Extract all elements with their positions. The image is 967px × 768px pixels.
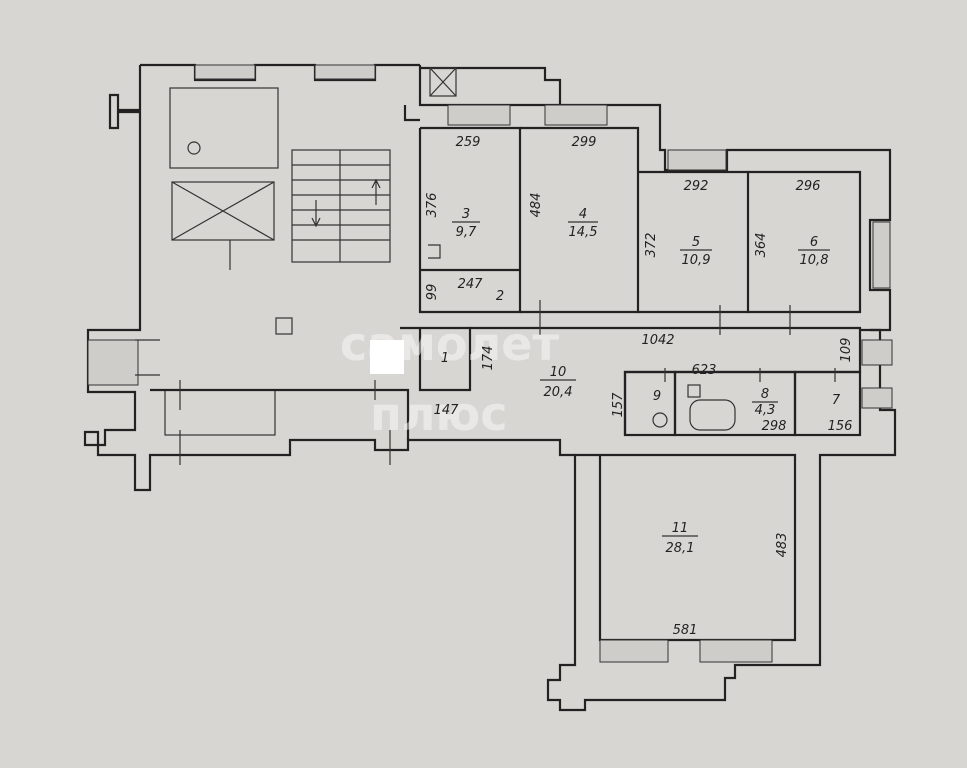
room-5-number: 5 bbox=[692, 235, 700, 250]
door-marks bbox=[135, 240, 836, 465]
dim-483: 483 bbox=[775, 533, 790, 558]
room-5-area: 10,9 bbox=[682, 253, 711, 268]
room-6-number: 6 bbox=[810, 235, 818, 250]
bathtub-icon bbox=[689, 399, 736, 431]
dim-581: 581 bbox=[673, 623, 698, 638]
placeholder-square bbox=[370, 340, 404, 374]
dim-298: 298 bbox=[762, 419, 787, 434]
stair-core bbox=[164, 67, 457, 436]
washbasin-icon bbox=[428, 244, 441, 259]
dim-1042: 1042 bbox=[641, 333, 674, 348]
room-4-area: 14,5 bbox=[569, 225, 598, 240]
interior-walls bbox=[150, 126, 862, 642]
stair-steps bbox=[292, 150, 390, 262]
room-3-area: 9,7 bbox=[456, 225, 477, 240]
fixtures bbox=[187, 141, 736, 431]
toilet-icon bbox=[687, 384, 701, 398]
room-labels: 3 9,7 4 14,5 5 10,9 6 10,8 1 2 10 20,4 9… bbox=[441, 207, 841, 556]
room-7-number: 7 bbox=[832, 393, 841, 408]
room-11-area: 28,1 bbox=[666, 541, 695, 556]
room-4-number: 4 bbox=[579, 207, 587, 222]
dim-156: 156 bbox=[828, 419, 853, 434]
dim-99: 99 bbox=[425, 284, 440, 301]
dim-174: 174 bbox=[481, 346, 496, 371]
room-6-area: 10,8 bbox=[800, 253, 829, 268]
room-1-number: 1 bbox=[441, 351, 449, 366]
watermark: самолет плюс bbox=[340, 317, 559, 441]
dim-147: 147 bbox=[434, 403, 460, 418]
room-10-number: 10 bbox=[550, 365, 567, 380]
room-8-number: 8 bbox=[761, 387, 769, 402]
dim-372: 372 bbox=[644, 233, 659, 258]
room-2-number: 2 bbox=[496, 289, 504, 304]
room-8-area: 4,3 bbox=[755, 403, 776, 418]
dimension-labels: 259 299 292 296 376 484 372 364 99 247 1… bbox=[425, 135, 854, 638]
sink-icon bbox=[652, 412, 668, 428]
dim-364: 364 bbox=[754, 233, 769, 258]
dim-484: 484 bbox=[529, 193, 544, 218]
room-10-area: 20,4 bbox=[544, 385, 573, 400]
dim-299: 299 bbox=[572, 135, 597, 150]
dim-247: 247 bbox=[458, 277, 484, 292]
room-9-number: 9 bbox=[653, 389, 661, 404]
dim-296: 296 bbox=[796, 179, 821, 194]
stair-up-arrow-icon bbox=[371, 178, 381, 205]
stair-down-arrow-icon bbox=[311, 200, 321, 228]
windows bbox=[87, 64, 893, 663]
dim-623: 623 bbox=[692, 363, 717, 378]
dim-292: 292 bbox=[684, 179, 709, 194]
dim-376: 376 bbox=[425, 193, 440, 218]
room-11-number: 11 bbox=[672, 521, 689, 536]
watermark-line2: плюс bbox=[370, 387, 507, 441]
dim-157: 157 bbox=[611, 392, 626, 418]
dim-259: 259 bbox=[456, 135, 481, 150]
dim-109: 109 bbox=[839, 338, 854, 363]
room-3-number: 3 bbox=[462, 207, 470, 222]
stove-icon bbox=[187, 141, 201, 155]
